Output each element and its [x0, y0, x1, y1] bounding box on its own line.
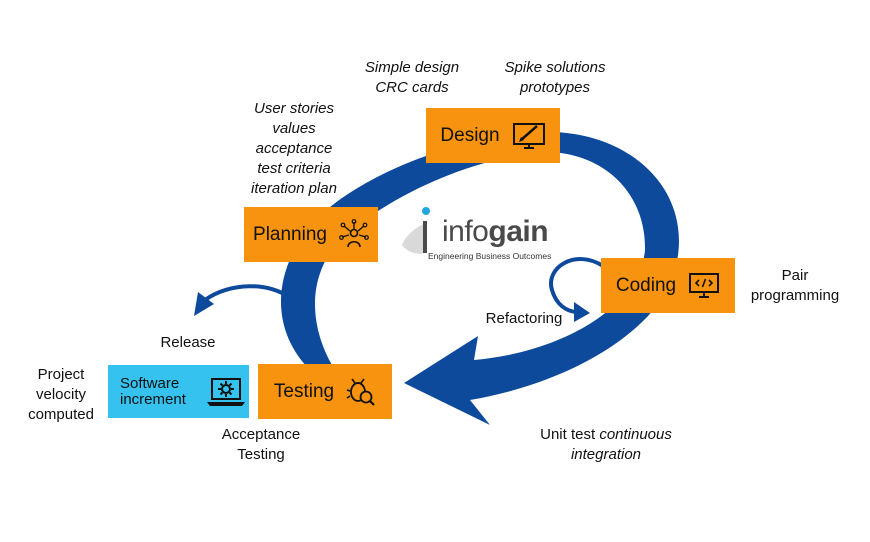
planning-note-line: test criteria — [257, 160, 331, 177]
phase-coding-label: Coding — [615, 274, 677, 296]
bug-search-icon — [346, 378, 375, 406]
unit-test-italic: continuous — [599, 426, 672, 443]
infogain-logo: infogain Engineering Business Outcomes — [398, 205, 558, 265]
acceptance-note-line: Testing — [237, 446, 285, 463]
unit-test-note-line: integration — [570, 446, 642, 463]
velocity-note-line: Project — [37, 366, 85, 383]
phase-testing: Testing — [258, 364, 392, 419]
design-note-right-line: Spike solutions — [504, 59, 606, 76]
coding-note-line: programming — [750, 287, 840, 304]
design-note-left: Simple design CRC cards — [352, 58, 472, 98]
phase-design-label: Design — [440, 124, 500, 146]
phase-design: Design — [426, 108, 560, 163]
planning-note-line: iteration plan — [251, 180, 337, 197]
unit-test-plain: Unit test — [540, 426, 600, 443]
design-note-right-line: prototypes — [519, 79, 591, 96]
release-arrow — [203, 284, 292, 302]
release-arrowhead — [194, 292, 214, 316]
laptop-gear-icon — [207, 377, 245, 406]
logo-tagline: Engineering Business Outcomes — [428, 251, 552, 261]
unit-test-note-line: Unit test continuous — [516, 425, 696, 445]
design-note-left-line: CRC cards — [375, 79, 449, 96]
logo-swoosh-icon — [402, 207, 430, 254]
velocity-note: Project velocity computed — [16, 365, 106, 425]
release-note: Release — [160, 334, 216, 351]
acceptance-note: Acceptance Testing — [206, 425, 316, 465]
refactoring-note: Refactoring — [485, 310, 563, 327]
unit-test-note: Unit test continuous integration — [516, 425, 696, 465]
software-increment-label: Software increment — [120, 374, 186, 408]
refactoring-arrowhead — [574, 302, 590, 322]
cycle-main-arrow — [280, 132, 679, 425]
logo-wordmark-light: info — [442, 215, 489, 248]
code-monitor-icon — [689, 272, 720, 298]
logo-wordmark: infogain — [442, 215, 549, 249]
planning-note-line: acceptance — [255, 140, 333, 157]
velocity-note-line: computed — [28, 406, 94, 423]
software-increment-box: Software increment — [108, 365, 249, 418]
phase-testing-label: Testing — [273, 380, 335, 402]
refactoring-arrow — [548, 257, 605, 314]
phase-planning: Planning — [244, 207, 378, 262]
phase-planning-label: Planning — [253, 223, 327, 245]
coding-note-line: Pair — [781, 267, 809, 284]
planning-note-line: User stories — [253, 100, 335, 117]
acceptance-note-line: Acceptance — [221, 426, 301, 443]
planning-note: User stories values acceptance test crit… — [234, 99, 354, 199]
network-people-icon — [339, 218, 369, 247]
design-tablet-icon — [512, 122, 545, 149]
velocity-note-line: velocity — [35, 386, 87, 403]
design-note-right: Spike solutions prototypes — [495, 58, 615, 98]
design-note-left-line: Simple design — [364, 59, 460, 76]
coding-note: Pair programming — [740, 266, 850, 306]
phase-coding: Coding — [601, 258, 735, 313]
planning-note-line: values — [272, 120, 316, 137]
logo-wordmark-bold: gain — [488, 215, 549, 248]
